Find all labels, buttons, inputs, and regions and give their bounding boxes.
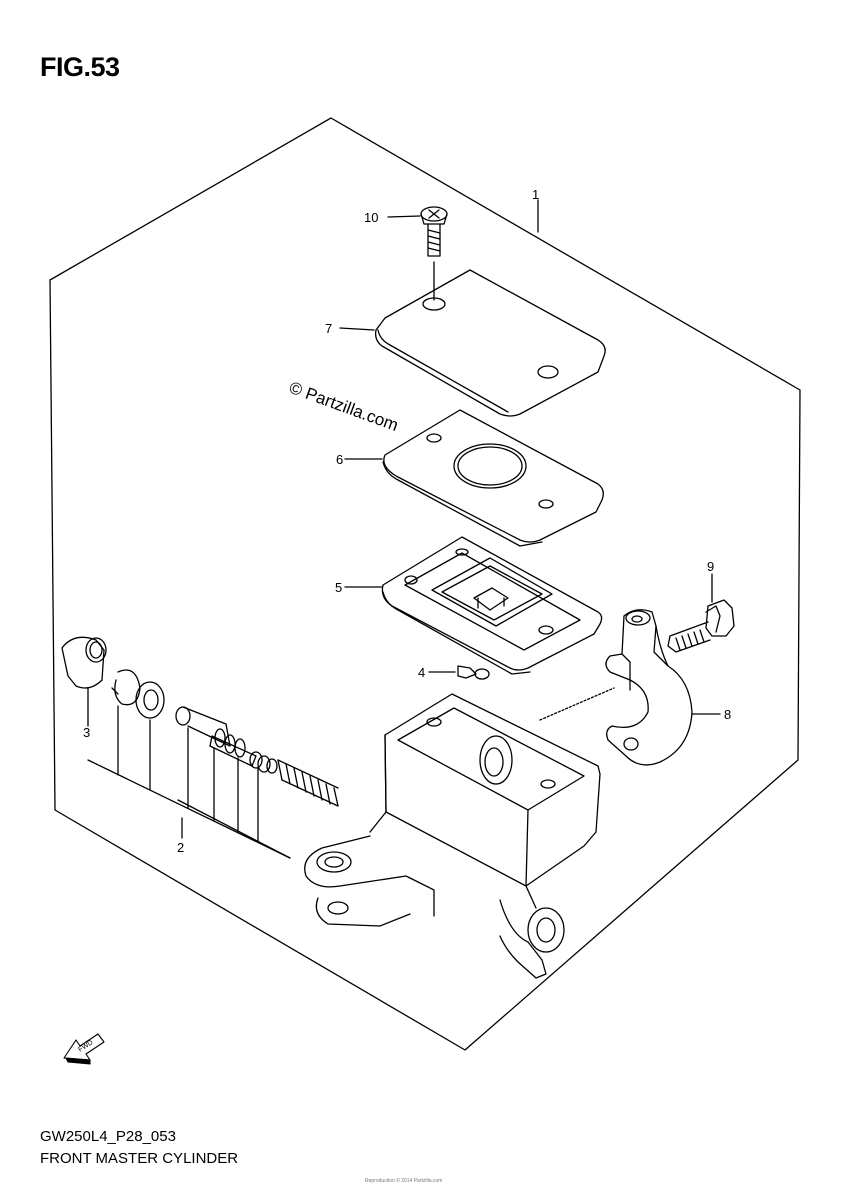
callout-4: 4 <box>418 665 425 680</box>
callout-10: 10 <box>364 210 378 225</box>
copyright-fine-print: Reproduction © 2014 Partzilla.com <box>365 1178 443 1184</box>
part-washer[interactable] <box>135 681 165 719</box>
guide-line-8 <box>539 687 615 721</box>
callout-3: 3 <box>83 725 90 740</box>
callout-1: 1 <box>532 187 539 202</box>
part-circlip[interactable] <box>111 669 141 706</box>
callout-5: 5 <box>335 580 342 595</box>
callout-8: 8 <box>724 707 731 722</box>
assembly-boundary <box>49 117 801 1051</box>
part-8-handlebar-clamp[interactable] <box>605 609 693 766</box>
part-3-boot[interactable] <box>61 636 107 689</box>
part-2-piston-set[interactable] <box>175 706 339 807</box>
callout-6: 6 <box>336 452 343 467</box>
part-4-clip[interactable] <box>457 665 490 680</box>
part-9-bolt[interactable] <box>667 599 735 653</box>
part-7-reservoir-cap[interactable] <box>374 269 606 417</box>
leader-7 <box>339 327 375 331</box>
callout-2: 2 <box>177 840 184 855</box>
figure-title: FIG.53 <box>40 52 120 82</box>
callout-9: 9 <box>707 559 714 574</box>
bracket-2 <box>177 799 291 859</box>
leader-10 <box>387 215 421 218</box>
part-5-diaphragm[interactable] <box>381 536 603 675</box>
watermark: © Partzilla.com <box>287 378 401 435</box>
diagram-name: FRONT MASTER CYLINDER <box>40 1150 239 1167</box>
part-6-diaphragm-plate[interactable] <box>382 409 604 547</box>
master-cylinder-body[interactable] <box>304 693 601 979</box>
fwd-arrow-icon <box>63 1033 105 1065</box>
bracket-2-3 <box>87 759 291 859</box>
callout-7: 7 <box>325 321 332 336</box>
part-10-screw[interactable] <box>420 206 448 301</box>
diagram-code: GW250L4_P28_053 <box>40 1128 176 1145</box>
